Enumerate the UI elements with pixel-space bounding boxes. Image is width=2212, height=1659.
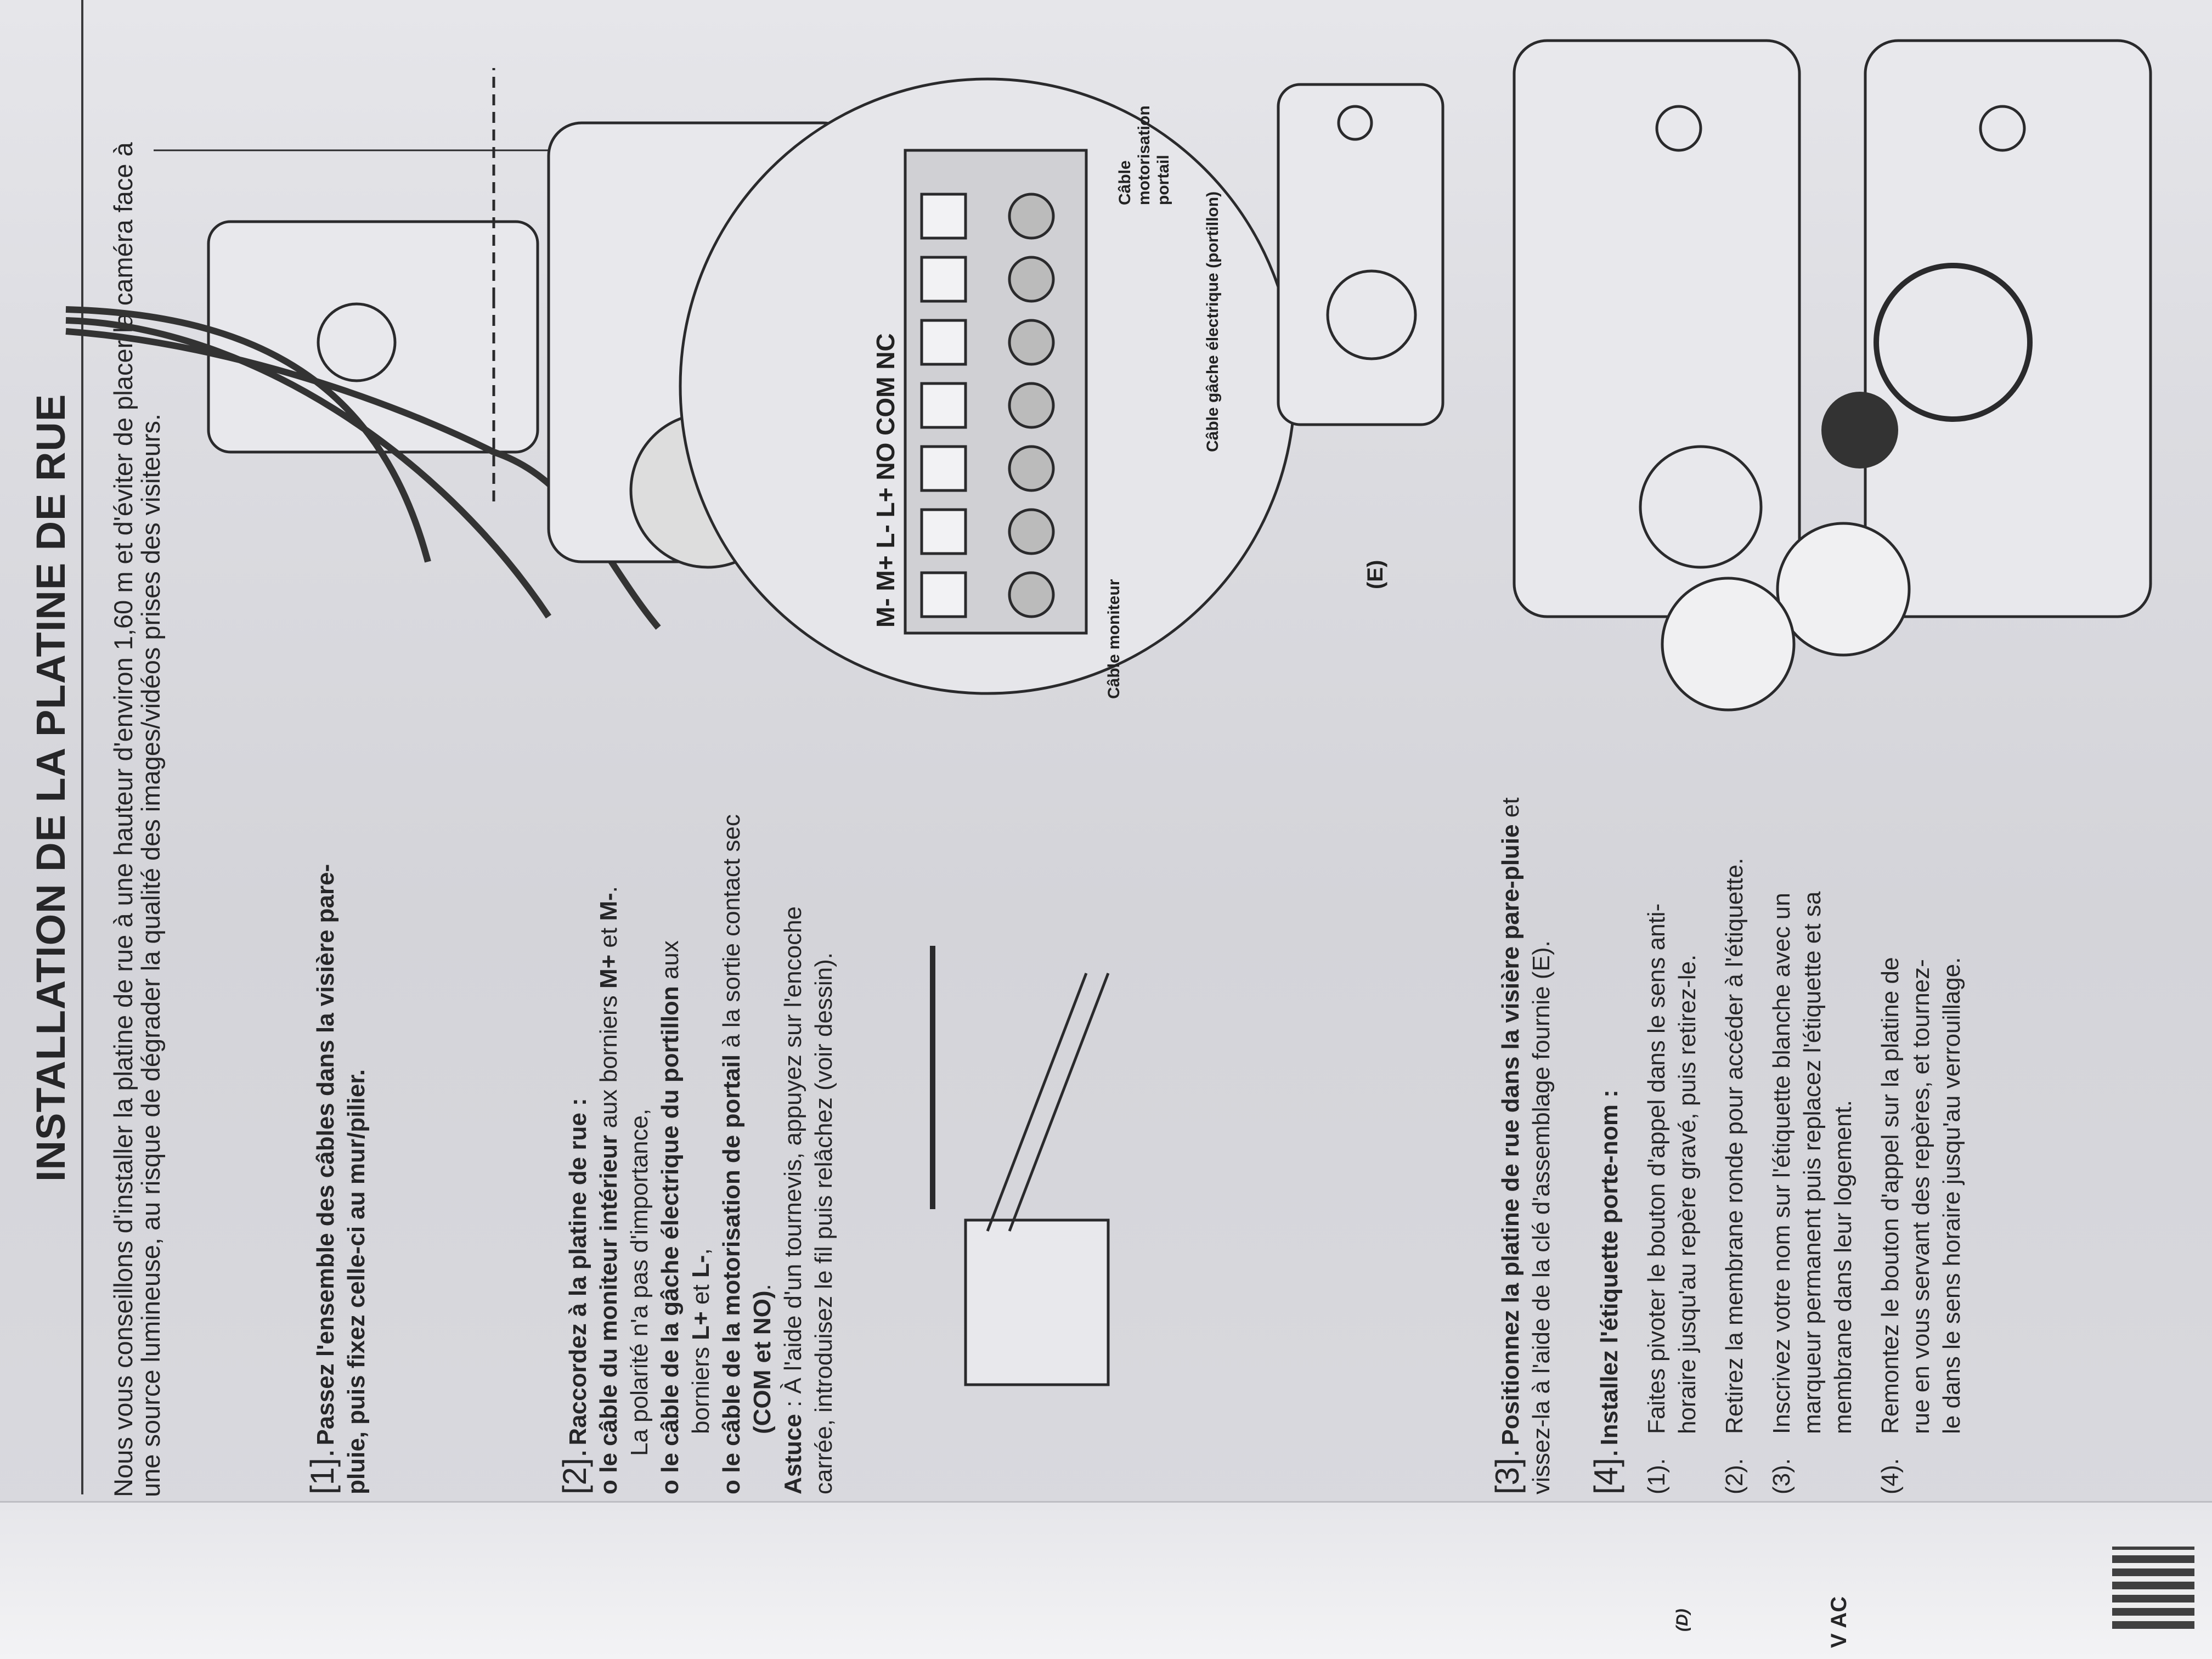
cable-strike-label: Câble gâche électrique (portillon) — [1204, 191, 1222, 452]
cable-motor-label-1: Câble — [1116, 160, 1134, 205]
terminal-slot — [920, 445, 967, 492]
terminal-screw — [1008, 382, 1055, 429]
terminal-block-illustration — [547, 77, 1296, 695]
terminal-slot — [920, 382, 967, 429]
key-label: (E) — [1363, 560, 1387, 589]
door-station-illustration — [1277, 83, 1444, 426]
name-label-illustration — [1513, 39, 2152, 712]
terminal-labels: M- M+ L- L+ NO COM NC — [871, 333, 900, 628]
terminal-screw — [1008, 193, 1055, 240]
cable-motor-label-3: portail — [1154, 155, 1172, 205]
cable-motor-label-2: motorisation — [1135, 105, 1153, 205]
terminal-slot — [920, 508, 967, 555]
cable-monitor-label: Câble moniteur — [1105, 579, 1123, 699]
terminal-slot — [920, 319, 967, 366]
terminal-screw — [1008, 508, 1055, 555]
screwdriver-illustration — [930, 946, 1110, 1386]
terminal-screw — [1008, 319, 1055, 366]
terminal-screws — [920, 193, 1055, 618]
terminal-slot — [920, 571, 967, 618]
terminal-slot — [920, 193, 967, 240]
terminal-screw — [1008, 571, 1055, 618]
terminal-screw — [1008, 445, 1055, 492]
terminal-slot — [920, 256, 967, 303]
terminal-screw — [1008, 256, 1055, 303]
